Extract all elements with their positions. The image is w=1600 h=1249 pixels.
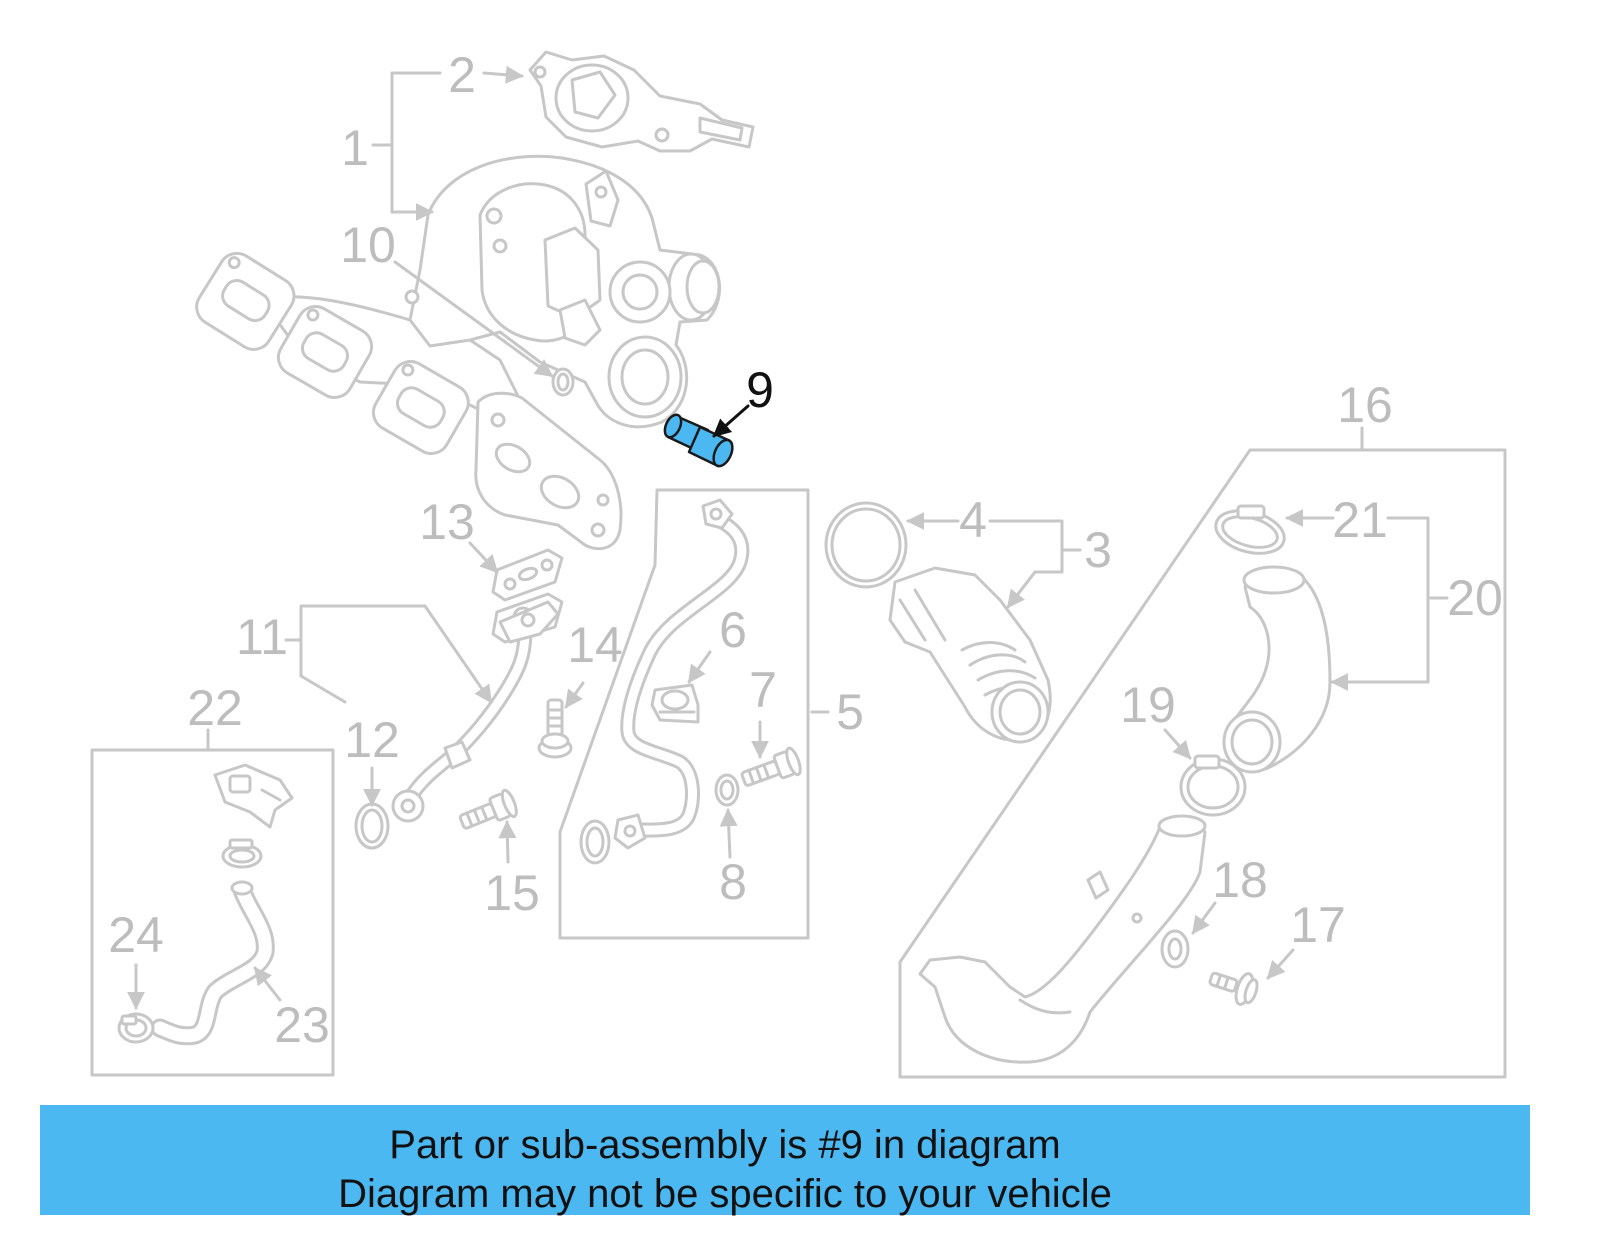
part-21-clamp <box>1214 504 1286 555</box>
callout-23: 23 <box>274 997 330 1053</box>
leader-20-bracket <box>1386 516 1449 684</box>
callout-24: 24 <box>108 907 164 963</box>
leader-23-arrow <box>253 966 282 1002</box>
info-banner: Part or sub-assembly is #9 in diagram Di… <box>40 1105 1530 1216</box>
leader-8-arrow <box>719 808 738 859</box>
part-23-hose <box>150 880 275 1046</box>
leader-11-arrow <box>423 604 493 704</box>
leader-9-arrow <box>712 404 750 438</box>
callout-15: 15 <box>484 865 540 921</box>
part-1-turbocharger <box>404 154 722 429</box>
callout-4: 4 <box>959 492 987 548</box>
leader-19-arrow <box>1163 728 1192 760</box>
callout-10: 10 <box>340 217 396 273</box>
manifold-flange-3 <box>371 360 470 455</box>
leader-11-bracket <box>284 604 427 704</box>
group-box-16 <box>898 448 1507 1079</box>
callout-19: 19 <box>1120 677 1176 733</box>
callout-12: 12 <box>344 712 400 768</box>
callout-6: 6 <box>719 602 747 658</box>
callout-17: 17 <box>1290 897 1346 953</box>
callout-5: 5 <box>836 684 864 740</box>
part-22-clamp <box>221 838 263 869</box>
callout-21: 21 <box>1332 492 1388 548</box>
part-15-bolt <box>458 788 518 830</box>
leader-2-arrow <box>482 65 524 84</box>
leader-13-arrow <box>468 541 499 574</box>
exhaust-manifold <box>195 251 623 551</box>
callout-9-highlighted: 9 <box>746 362 774 418</box>
leader-10-arrow <box>393 260 554 378</box>
part-24-clamp <box>117 1012 155 1044</box>
banner-line-part-number: Part or sub-assembly is #9 in diagram <box>389 1123 1061 1167</box>
part-19-clamp <box>1179 754 1247 817</box>
manifold-outlet-flange <box>474 391 623 551</box>
callout-8: 8 <box>719 854 747 910</box>
callout-1: 1 <box>341 120 369 176</box>
manifold-flange-2 <box>276 305 374 399</box>
callout-22: 22 <box>187 680 243 736</box>
part-7-bolt <box>740 746 802 787</box>
leader-1-bracket <box>371 71 442 214</box>
part-10-seal <box>551 367 575 397</box>
part-5-o-ring <box>579 819 611 865</box>
part-18-grommet <box>1160 929 1190 969</box>
callout-3: 3 <box>1084 522 1112 578</box>
part-8-washer <box>714 773 740 807</box>
callout-7: 7 <box>749 662 777 718</box>
part-16-intercooler-pipe <box>918 814 1207 1064</box>
callout-14: 14 <box>567 617 623 673</box>
mount-bracket <box>584 169 620 228</box>
leader-3-bracket <box>988 519 1082 574</box>
part-6-clamp <box>650 683 700 724</box>
part-2-actuator <box>528 50 755 153</box>
part-5-oil-return-line <box>613 498 750 850</box>
callout-16: 16 <box>1337 377 1393 433</box>
part-12-o-ring <box>354 802 390 850</box>
callout-labels: 1 2 3 4 5 6 7 8 9 10 11 12 13 14 15 16 1… <box>108 47 1503 1053</box>
banner-text: Part or sub-assembly is #9 in diagram Di… <box>40 1121 1410 1219</box>
callout-20: 20 <box>1447 570 1503 626</box>
part-4-gasket-ring <box>824 501 908 589</box>
leader-14-arrow <box>564 681 585 709</box>
part-17-bolt <box>1208 971 1259 1006</box>
group-box-5 <box>558 488 810 940</box>
leader-17-arrow <box>1266 948 1295 980</box>
part-22-sensor <box>213 763 294 829</box>
group-box-22 <box>90 748 335 1077</box>
part-3-intake-pipe <box>888 566 1052 744</box>
banner-line-disclaimer: Diagram may not be specific to your vehi… <box>338 1172 1112 1216</box>
part-14-bolt <box>537 698 573 759</box>
leader-6-arrow <box>687 650 712 684</box>
callout-2: 2 <box>448 47 476 103</box>
part-11-oil-line <box>391 600 560 823</box>
part-9-fitting-highlighted <box>663 413 734 468</box>
leader-18-arrow <box>1191 901 1217 935</box>
manifold-flange-1 <box>195 251 296 351</box>
leader-3-arrow <box>1006 570 1037 609</box>
part-20-hose <box>1222 565 1332 774</box>
leader-lines <box>127 65 1449 1010</box>
callout-18: 18 <box>1212 852 1268 908</box>
leader-15-arrow <box>498 820 517 864</box>
callout-13: 13 <box>419 494 475 550</box>
callout-11: 11 <box>236 609 288 665</box>
